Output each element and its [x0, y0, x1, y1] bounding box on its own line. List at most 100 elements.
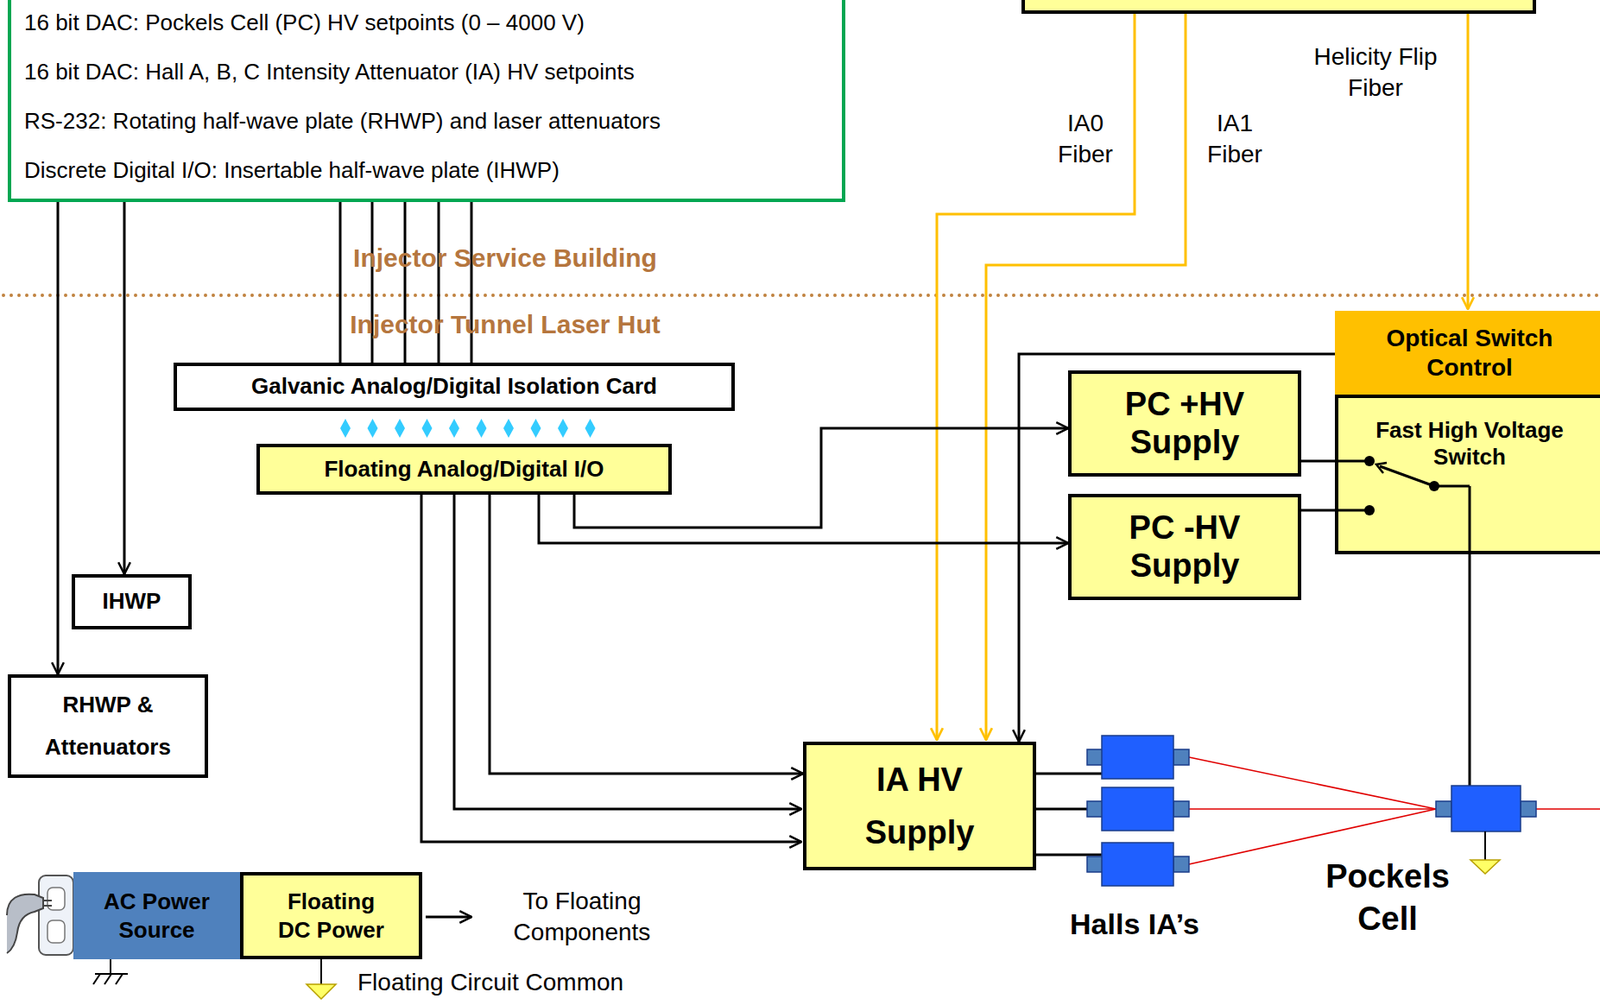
ground-symbol — [93, 831, 1500, 1000]
signal-connector — [56, 202, 60, 675]
setpoint-line: RS-232: Rotating half-wave plate (RHWP) … — [24, 96, 842, 146]
intensity-attenuator-cell — [1087, 749, 1103, 766]
area-label: Injector Tunnel Laser Hut — [349, 307, 661, 342]
box-label: PC -HV Supply — [1098, 509, 1272, 585]
ground-symbol — [93, 973, 101, 985]
signal-connector — [123, 202, 127, 575]
fiber-label: IA1 Fiber — [1195, 107, 1274, 171]
box-label: Floating DC Power — [272, 887, 390, 944]
isolation-diamond — [557, 418, 569, 438]
pockels-cell-body — [1435, 801, 1452, 817]
hv-supply-box: IA HV Supply — [803, 741, 1037, 871]
pockels-cell-body — [1451, 785, 1521, 832]
power-plug-icon — [6, 875, 74, 955]
signal-wire — [339, 191, 342, 363]
switch-body: Fast High Voltage Switch — [1334, 394, 1600, 555]
signal-wire — [1468, 552, 1472, 786]
switch-contact — [1364, 505, 1375, 516]
floating-io-box: Floating Analog/Digital I/O — [256, 443, 672, 495]
power-plug-icon — [43, 899, 52, 902]
fiber-line — [1467, 13, 1470, 310]
intensity-attenuator-cell — [1101, 842, 1174, 886]
intensity-attenuator-cell — [1101, 787, 1174, 831]
signal-connector — [404, 202, 407, 363]
pockels-cell-body — [1520, 801, 1537, 817]
isolation-diamond — [476, 418, 487, 438]
laser-beam — [1188, 808, 1436, 810]
ground-symbol — [115, 973, 123, 985]
box-label: IHWP — [102, 588, 162, 615]
isolation-diamond — [585, 418, 596, 438]
ground-symbol — [109, 959, 112, 974]
power-supply-box: Floating DC Power — [240, 872, 423, 960]
part-label: To Floating Components — [506, 885, 658, 949]
switch-contact — [1364, 455, 1375, 467]
ground-symbol — [306, 984, 336, 1000]
power-plug-icon — [6, 894, 44, 954]
box-label: RHWP & Attenuators — [25, 683, 190, 770]
building-boundary — [3, 293, 1600, 298]
switch-wire — [1434, 485, 1470, 488]
intensity-attenuator-cell — [1101, 735, 1174, 779]
switch-wire — [1379, 466, 1435, 487]
signal-connector — [538, 494, 1069, 544]
ground-symbol — [104, 973, 112, 985]
signal-wire — [1036, 808, 1088, 811]
fiber-label: IA0 Fiber — [1046, 107, 1125, 171]
isolation-diamond — [340, 418, 351, 438]
power-plug-icon — [47, 887, 65, 911]
signal-wire — [425, 916, 472, 919]
pockels-cell-body — [1435, 785, 1537, 832]
power-plug-icon — [47, 920, 65, 943]
signal-connector — [1301, 509, 1335, 513]
intensity-attenuator-cell — [1173, 749, 1189, 766]
setpoint-list-box: 16 bit DAC: Pockels Cell (PC) HV setpoin… — [7, 0, 846, 203]
signal-wire — [340, 191, 1470, 917]
laser-beam — [1188, 757, 1436, 810]
hv-supply-box: PC -HV Supply — [1068, 493, 1302, 601]
part-label: Halls IA’s — [1069, 904, 1200, 943]
intensity-attenuator-cell — [1173, 856, 1189, 873]
intensity-attenuator-cell — [1087, 856, 1103, 873]
laser-beam — [1188, 757, 1600, 865]
switch-wire — [1468, 486, 1472, 555]
switch-control-box: Optical Switch ControlFast High Voltage … — [1334, 310, 1600, 555]
isolation-diamond — [367, 418, 379, 438]
box-label: IA HV Supply — [820, 753, 1019, 860]
device-box: RHWP & Attenuators — [7, 674, 209, 778]
setpoint-line: 16 bit DAC: Pockels Cell (PC) HV setpoin… — [24, 0, 842, 48]
signal-wire — [421, 494, 802, 842]
isolation-diamond — [503, 418, 514, 438]
signal-connector — [1301, 460, 1335, 463]
ground-symbol — [320, 959, 323, 985]
isolation-diamond — [531, 418, 542, 438]
isolation-diamond — [449, 418, 460, 438]
hv-supply-box: PC +HV Supply — [1068, 370, 1302, 477]
signal-connector — [489, 494, 804, 774]
isolation-card-box: Galvanic Analog/Digital Isolation Card — [173, 362, 735, 412]
box-label: AC Power Source — [83, 887, 231, 944]
ground-symbol — [1484, 831, 1487, 861]
switch-contact — [1429, 480, 1440, 492]
isolation-diamond — [340, 418, 596, 438]
helicity-controller-box — [1023, 0, 1535, 13]
setpoint-line: 16 bit DAC: Hall A, B, C Intensity Atten… — [24, 47, 842, 97]
device-box: IHWP — [71, 574, 192, 630]
part-label: Pockels Cell — [1316, 855, 1460, 942]
signal-connector — [1018, 354, 1335, 742]
power-plug-icon — [38, 875, 74, 955]
helicity-controller-box — [1023, 0, 1535, 13]
fiber-label: Helicity Flip Fiber — [1297, 41, 1454, 105]
switch-header: Optical Switch Control — [1334, 310, 1600, 395]
area-label: Injector Service Building — [353, 240, 658, 275]
box-label: Galvanic Analog/Digital Isolation Card — [251, 373, 658, 400]
box-label: Floating Analog/Digital I/O — [323, 455, 604, 483]
signal-wire — [1036, 772, 1102, 776]
switch-blade-head — [1376, 462, 1387, 474]
intensity-attenuator-cell — [1087, 801, 1103, 817]
box-heading: Optical Switch Control — [1357, 323, 1582, 382]
laser-beam — [1536, 808, 1600, 810]
intensity-attenuator-cell — [1087, 735, 1189, 886]
